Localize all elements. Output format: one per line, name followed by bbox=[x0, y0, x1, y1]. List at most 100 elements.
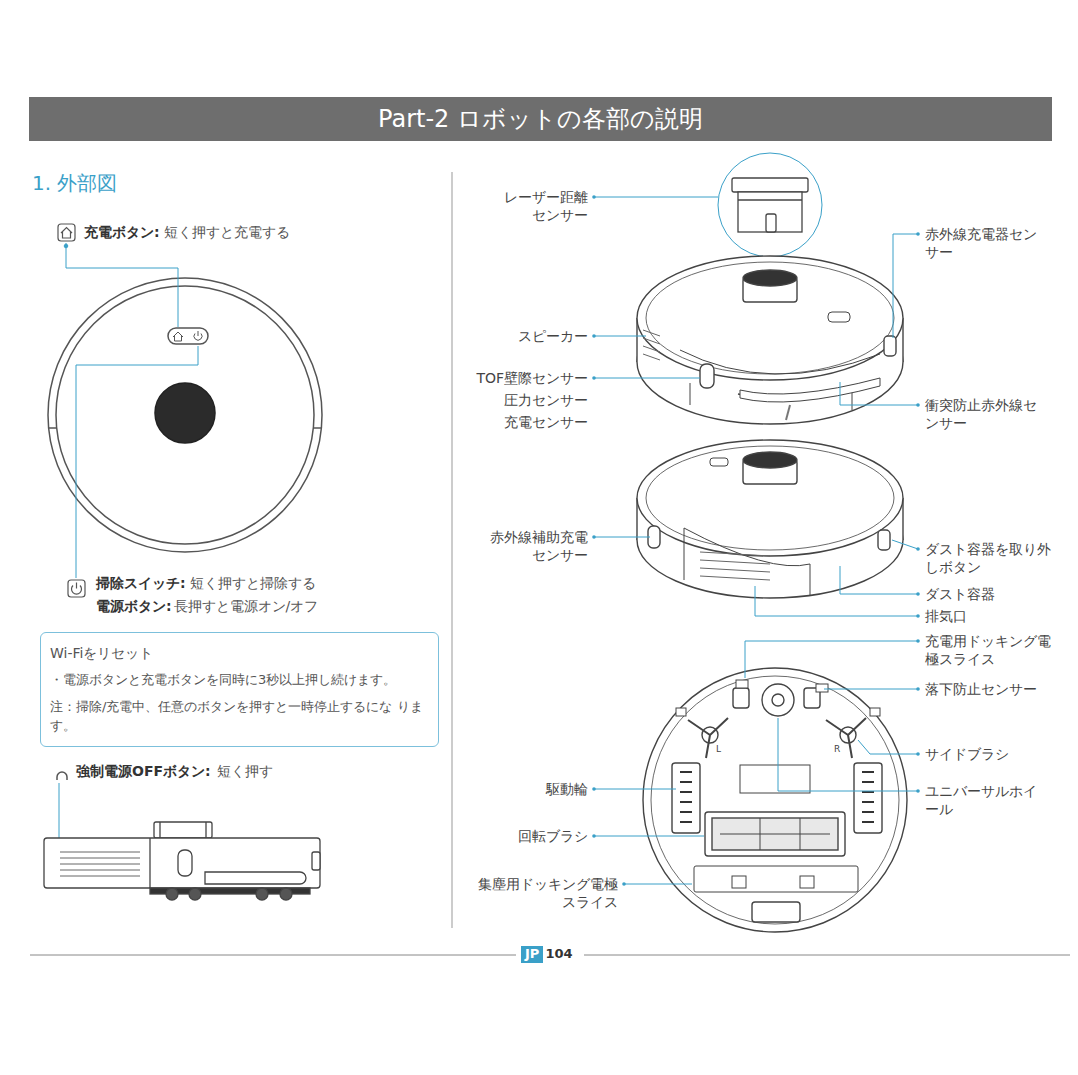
part-label: 落下防止センサー bbox=[925, 680, 1037, 698]
illustration-part bbox=[30, 955, 516, 956]
illustration-part bbox=[740, 378, 880, 402]
illustration-part bbox=[680, 781, 692, 783]
illustration-part bbox=[680, 771, 692, 773]
illustration-part bbox=[738, 199, 802, 200]
illustration-part bbox=[76, 346, 198, 578]
button-description: 短く押すと充電する bbox=[164, 223, 290, 241]
part-label: 圧力センサー bbox=[504, 391, 588, 409]
illustration-part bbox=[64, 244, 68, 248]
illustration-part bbox=[592, 334, 596, 338]
illustration-part bbox=[712, 818, 838, 850]
illustration-part bbox=[149, 838, 150, 888]
illustration-part bbox=[643, 338, 660, 344]
button-name: 充電ボタン: bbox=[84, 223, 160, 241]
illustration-part bbox=[168, 328, 208, 344]
button-name: 電源ボタン: bbox=[96, 597, 172, 615]
illustration-part bbox=[720, 818, 830, 850]
illustration-part bbox=[60, 858, 140, 859]
illustration-part bbox=[637, 256, 903, 380]
illustration-part bbox=[592, 787, 596, 791]
illustration-part bbox=[313, 427, 322, 429]
illustration-part bbox=[622, 882, 626, 886]
illustration-part bbox=[752, 902, 800, 922]
part-label: 回転ブラシ bbox=[518, 827, 588, 845]
illustration-part bbox=[594, 789, 676, 790]
illustration-part bbox=[60, 870, 140, 871]
page-language: JP bbox=[521, 946, 543, 963]
illustration-part bbox=[58, 224, 75, 241]
part-label: スピーカー bbox=[518, 327, 588, 345]
illustration-part bbox=[916, 752, 920, 756]
illustration-part bbox=[740, 765, 810, 793]
illustration-part bbox=[840, 566, 918, 594]
illustration-part bbox=[916, 232, 920, 236]
illustration-part bbox=[743, 452, 797, 468]
illustration-part bbox=[646, 262, 894, 374]
illustration-part bbox=[643, 668, 907, 932]
illustration-part bbox=[862, 811, 874, 813]
illustration-part bbox=[592, 376, 596, 380]
illustration-part bbox=[643, 354, 660, 360]
illustration-part bbox=[452, 172, 453, 928]
illustration-part bbox=[680, 821, 692, 823]
illustration-part bbox=[56, 286, 314, 544]
illustration-part bbox=[755, 586, 918, 616]
note-body: 注：掃除/充電中、任意のボタンを押すと一時停止するにな ります。 bbox=[50, 698, 429, 736]
part-label: 充電用ドッキング電 極スライス bbox=[925, 632, 1054, 668]
part-label: TOF壁際センサー bbox=[476, 369, 588, 387]
part-label: 集塵用ドッキング電極 スライス bbox=[475, 875, 618, 911]
illustration-part bbox=[733, 688, 749, 708]
illustration-part bbox=[59, 783, 112, 843]
illustration-part bbox=[72, 583, 82, 595]
illustration-part bbox=[637, 440, 903, 556]
illustration-part bbox=[732, 876, 746, 888]
note-body: ・電源ボタンと充電ボタンを同時に3秒以上押し続けます。 bbox=[50, 671, 429, 690]
illustration-part bbox=[594, 378, 700, 379]
illustration-part bbox=[159, 822, 160, 838]
illustration-part bbox=[256, 888, 268, 900]
button-description: 長押すと電源オン/オフ bbox=[174, 597, 319, 615]
illustration-part bbox=[651, 676, 899, 924]
illustration-part bbox=[680, 811, 692, 813]
illustration-part bbox=[637, 440, 903, 598]
part-label: サイドブラシ bbox=[925, 745, 1009, 763]
button-description: 短く押す bbox=[217, 762, 273, 780]
illustration-part bbox=[594, 537, 650, 538]
illustration-part bbox=[594, 197, 718, 198]
illustration-part bbox=[862, 781, 874, 783]
illustration-part bbox=[732, 178, 808, 192]
illustration-part bbox=[60, 876, 140, 877]
part-label: 駆動輪 bbox=[546, 780, 588, 798]
illustration-part bbox=[892, 540, 918, 549]
illustration-part bbox=[592, 535, 596, 539]
illustration-part bbox=[762, 684, 794, 716]
illustration-part bbox=[700, 568, 770, 572]
illustration-part bbox=[178, 850, 192, 876]
page-number: 104 bbox=[545, 946, 572, 963]
illustration-part bbox=[828, 312, 850, 322]
illustration-part bbox=[646, 446, 894, 550]
illustration-part bbox=[154, 822, 212, 838]
part-label: 衝突防止赤外線セ ンサー bbox=[925, 396, 1040, 432]
illustration-part bbox=[637, 256, 903, 424]
illustration-part bbox=[745, 641, 918, 678]
illustration-part bbox=[916, 614, 920, 618]
illustration-part bbox=[862, 801, 874, 803]
illustration-part bbox=[594, 836, 704, 837]
illustration-part bbox=[592, 195, 596, 199]
part-label: ダスト容器 bbox=[925, 585, 995, 603]
illustration-part bbox=[786, 405, 790, 420]
illustration-part bbox=[884, 336, 896, 356]
illustration-part bbox=[800, 876, 814, 888]
illustration-part bbox=[60, 852, 140, 876]
illustration-part bbox=[59, 243, 198, 843]
part-label: 赤外線補助充電 センサー bbox=[487, 528, 588, 564]
illustration-part bbox=[280, 888, 292, 900]
illustration-part bbox=[48, 427, 57, 429]
illustration-part bbox=[766, 214, 776, 232]
illustration-part bbox=[736, 680, 748, 688]
part-label: ダスト容器を取り外 しボタン bbox=[925, 540, 1054, 576]
illustration-part bbox=[312, 852, 320, 870]
illustration-part bbox=[592, 834, 596, 838]
section-heading: 1. 外部図 bbox=[32, 170, 117, 196]
